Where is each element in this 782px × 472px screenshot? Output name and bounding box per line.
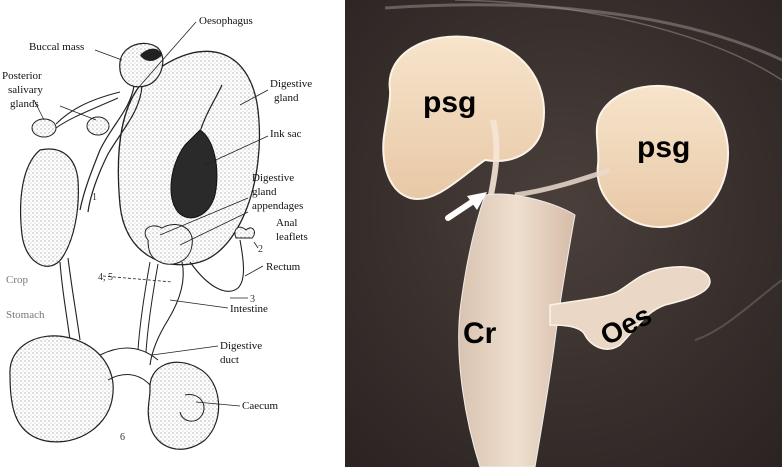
digestive-duct-tube [137,261,159,353]
label-appendages-2: gland [252,186,277,198]
label-glands: glands [10,98,39,110]
appendages-shape [144,224,193,265]
photo-drawing: psg psg Cr Oes [345,0,782,467]
intestine-tube [149,261,184,366]
dish-edge-right [694,279,782,341]
dish-rim [384,3,782,62]
crop-shape [20,148,79,267]
psg-right-shape [595,84,729,229]
label-intestine: Intestine [230,303,268,315]
caecum-shape [147,361,220,450]
buccal-beak [140,48,162,62]
label-salivary: salivary [8,84,43,96]
number-4-5: 4, 5 [98,272,113,283]
anatomy-diagram: Oesophagus Buccal mass Posterior salivar… [0,0,340,467]
dish-rim-2 [454,0,782,81]
label-psg-left: psg [423,86,476,119]
caecum-spiral [179,394,205,422]
label-appendages-1: Digestive [252,172,294,184]
label-digestive-gland-2: gland [274,92,299,104]
label-posterior: Posterior [2,70,42,82]
label-crop-photo: Cr [463,317,497,350]
oesophagus-tube [79,85,135,211]
label-digestive-duct-1: Digestive [220,340,262,352]
stomach-caecum-link [99,347,159,386]
oesophagus-tube-inner [87,85,143,213]
number-3: 3 [250,294,255,305]
anatomy-drawing: Oesophagus Buccal mass Posterior salivar… [2,15,312,450]
salivary-duct-right [514,167,611,198]
label-caecum: Caecum [242,400,278,412]
label-appendages-3: appendages [252,200,303,212]
ink-sac-shape [170,129,218,219]
salivary-duct-left [487,119,500,201]
rectum-tube [189,239,245,292]
label-ink-sac: Ink sac [270,128,302,140]
leader-lines [33,21,269,407]
label-oesophagus: Oesophagus [199,15,253,27]
label-rectum: Rectum [266,261,301,273]
anal-leaflets-shape [234,226,255,239]
label-buccal-mass: Buccal mass [29,41,84,53]
ink-duct [199,84,223,133]
stomach-shape [9,335,114,443]
psg-left-shape [382,35,545,201]
label-digestive-gland-1: Digestive [270,78,312,90]
crop-to-stomach [59,257,81,341]
crop-shape-photo [458,193,576,467]
salivary-gland-left [31,118,57,138]
number-6: 6 [120,432,125,443]
label-psg-right: psg [637,131,690,164]
salivary-gland-right [86,116,110,136]
salivary-ducts [55,91,121,129]
arrow-icon [445,192,487,221]
label-anal-1: Anal [276,217,297,229]
label-anal-2: leaflets [276,231,308,243]
label-digestive-duct-2: duct [220,354,239,366]
label-crop: Crop [6,274,29,286]
number-1: 1 [92,192,97,203]
dissection-photo: psg psg Cr Oes [345,0,782,467]
label-stomach: Stomach [6,309,45,321]
oesophagus-shape-photo [549,266,711,350]
number-2: 2 [258,244,263,255]
